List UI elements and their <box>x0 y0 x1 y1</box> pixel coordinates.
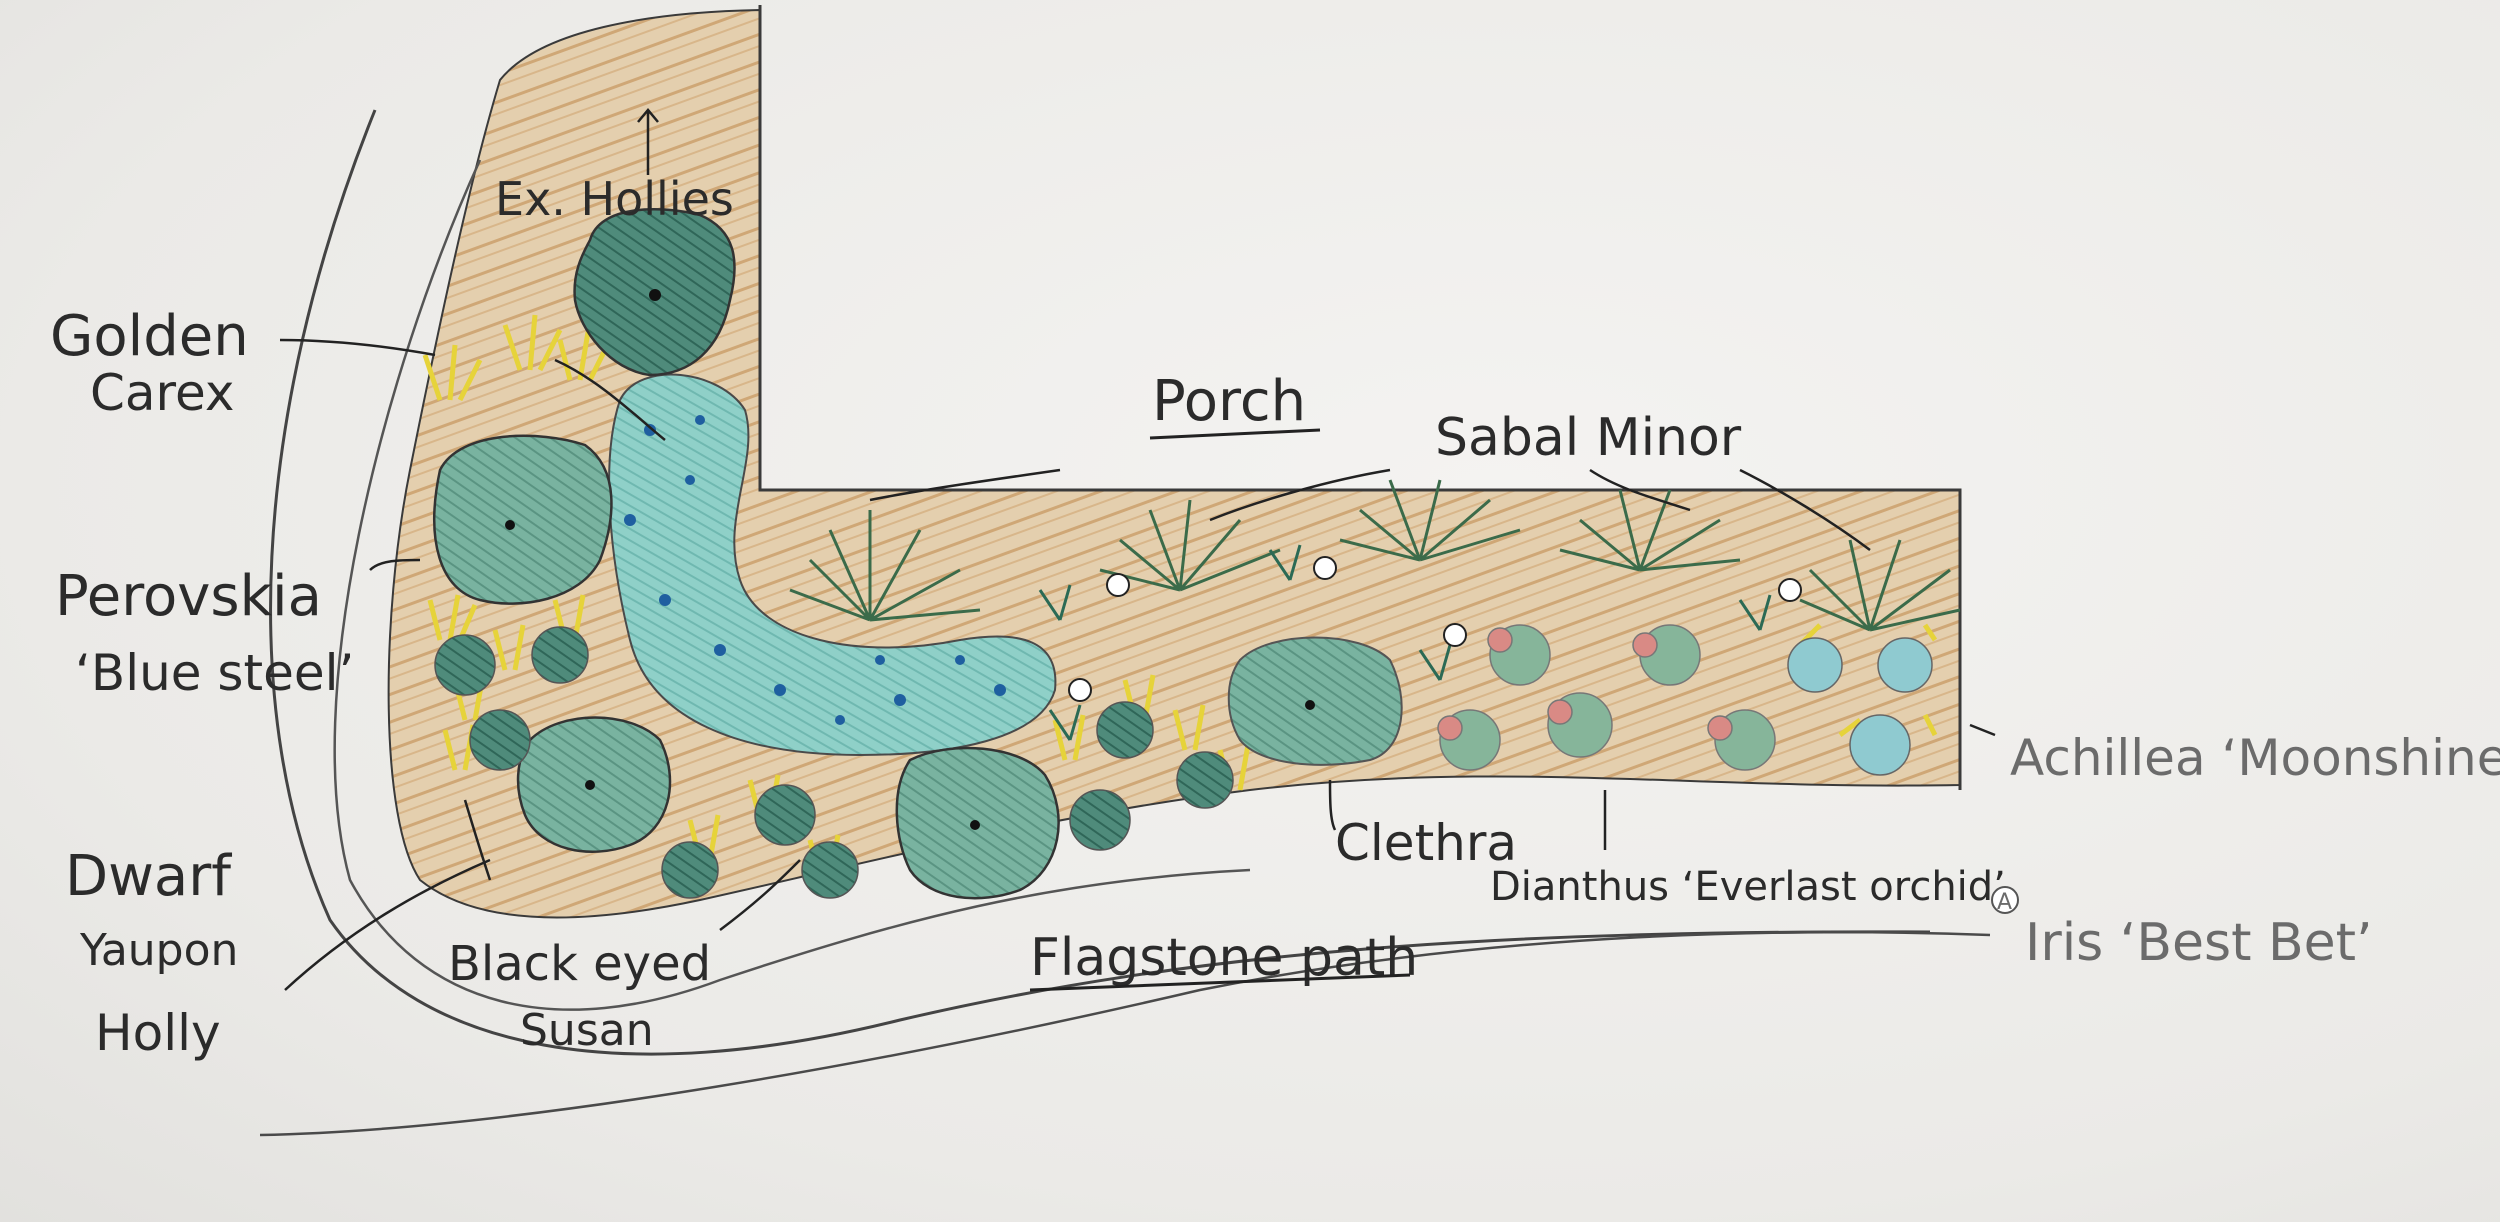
label-clethra: Clethra <box>1335 814 1517 872</box>
label-golden-carex-line1: Golden <box>50 304 249 369</box>
porch-underline <box>1149 428 1321 440</box>
label-achillea: Achillea ‘Moonshine’ <box>2010 729 2500 787</box>
label-black-eyed-susan-line2: Susan <box>520 1005 654 1056</box>
perovskia-drift <box>608 373 1057 757</box>
label-perovskia-line2: ‘Blue steel’ <box>75 644 354 702</box>
iris-legend-symbol <box>1991 886 2019 914</box>
label-dwarf-yaupon-line2: Yaupon <box>79 925 238 976</box>
existing-holly <box>573 208 736 377</box>
black-eyed-susan-clumps <box>434 626 1234 899</box>
label-black-eyed-susan-line1: Black eyed <box>448 936 711 992</box>
label-porch: Porch <box>1152 369 1306 434</box>
label-golden-carex-line2: Carex <box>90 364 234 422</box>
clethra <box>1227 636 1403 766</box>
label-flagstone-path: Flagstone path <box>1030 928 1418 988</box>
label-ex-hollies: Ex. Hollies <box>495 172 734 226</box>
achillea-clumps <box>1787 637 1933 776</box>
label-dwarf-yaupon-line1: Dwarf <box>65 844 232 909</box>
label-iris: Iris ‘Best Bet’ <box>2025 913 2373 973</box>
iris-legend-symbol-letter: A <box>1997 890 2012 915</box>
porch-outline <box>758 5 1962 790</box>
leader-lines <box>279 108 1996 991</box>
flagstone-path-underline <box>1029 973 1411 992</box>
dwarf-yaupon-holly <box>433 434 1060 900</box>
iris-symbols <box>1038 544 1802 741</box>
perovskia-dots <box>624 415 1006 725</box>
label-sabal-minor: Sabal Minor <box>1435 408 1742 468</box>
label-dianthus: Dianthus ‘Everlast orchid’ <box>1490 864 2006 910</box>
dianthus-clumps <box>1437 624 1776 771</box>
sabal-minor-palms <box>789 479 1961 632</box>
label-perovskia-line1: Perovskia <box>55 564 322 629</box>
flagstone-path-edge-lower <box>259 930 1991 1137</box>
flagstone-path-edge-inner <box>269 109 1931 1056</box>
flagstone-path-edge-outer <box>333 159 1251 1011</box>
label-dwarf-yaupon-line3: Holly <box>95 1004 221 1062</box>
